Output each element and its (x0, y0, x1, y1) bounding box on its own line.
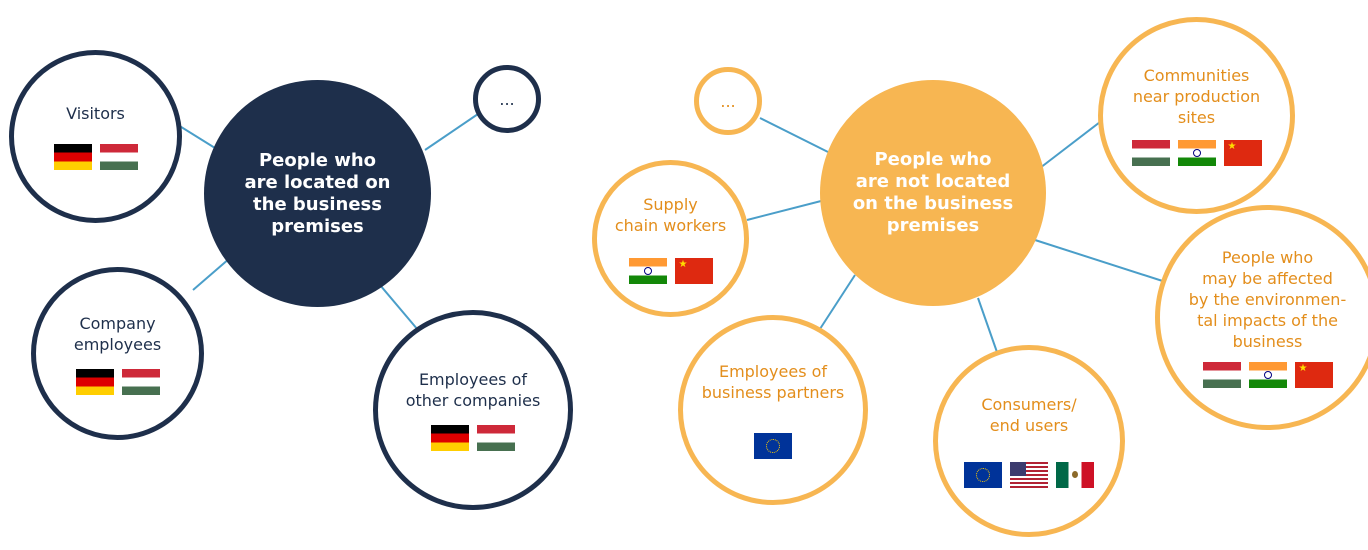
china-flag-icon (1223, 140, 1262, 166)
node-more-right-label: ... (720, 91, 736, 111)
node-supply-chain-workers-flags (628, 257, 713, 284)
hungary-flag-icon (121, 368, 160, 395)
germany-flag-icon (53, 144, 92, 170)
node-supply-chain-workers: Supply chain workers (592, 160, 749, 317)
node-employees-business-partners: Employees of business partners (678, 315, 868, 505)
connector-environmental (1034, 239, 1176, 286)
node-employees-other-companies: Employees of other companies (373, 310, 573, 510)
hungary-flag-icon (1131, 140, 1170, 166)
hungary-flag-icon (1202, 362, 1241, 388)
hungary-flag-icon (477, 425, 515, 451)
node-more-left: ... (473, 65, 541, 133)
connector-company-employees (192, 257, 231, 291)
node-visitors-label: Visitors (66, 104, 125, 123)
eu-flag-icon (964, 462, 1002, 488)
connector-visitors (177, 124, 216, 149)
connector-more-right (759, 117, 829, 153)
node-more-left-label: ... (499, 89, 515, 109)
node-communities-label: Communities near production sites (1132, 66, 1261, 127)
india-flag-icon (1177, 140, 1216, 166)
node-environmental-impacts-label: People who may be affected by the enviro… (1188, 248, 1347, 351)
germany-flag-icon (75, 368, 114, 395)
india-flag-icon (628, 257, 667, 284)
node-visitors: Visitors (9, 50, 182, 223)
node-company-employees-label: Company employees (73, 313, 162, 354)
mexico-flag-icon (1056, 462, 1094, 488)
hub-off-premises-label: People who are not located on the busine… (852, 149, 1014, 236)
node-employees-business-partners-flags (754, 433, 792, 459)
connector-supply-chain (746, 199, 826, 221)
hub-off-premises: People who are not located on the busine… (820, 80, 1046, 306)
node-company-employees-flags (75, 368, 160, 395)
hub-on-premises: People who are located on the business p… (204, 80, 431, 307)
node-more-right: ... (694, 67, 762, 135)
node-supply-chain-workers-label: Supply chain workers (614, 194, 727, 235)
node-consumers-flags (964, 462, 1094, 488)
china-flag-icon (1294, 362, 1333, 388)
hungary-flag-icon (99, 144, 138, 170)
node-company-employees: Company employees (31, 267, 204, 440)
usa-flag-icon (1010, 462, 1048, 488)
connector-business-partners (817, 274, 856, 333)
connector-consumers (977, 297, 999, 356)
node-environmental-impacts-flags (1202, 362, 1333, 388)
node-employees-other-companies-flags (431, 425, 515, 451)
connector-communities (1039, 121, 1101, 169)
node-communities-flags (1131, 140, 1262, 166)
node-environmental-impacts: People who may be affected by the enviro… (1155, 205, 1368, 430)
node-communities: Communities near production sites (1098, 17, 1295, 214)
node-employees-business-partners-label: Employees of business partners (701, 362, 845, 402)
node-visitors-flags (53, 144, 138, 170)
node-employees-other-companies-label: Employees of other companies (405, 370, 541, 410)
connector-employees-other (379, 284, 419, 331)
node-consumers: Consumers/ end users (933, 345, 1125, 537)
india-flag-icon (1248, 362, 1287, 388)
china-flag-icon (674, 257, 713, 284)
node-consumers-label: Consumers/ end users (981, 395, 1077, 435)
eu-flag-icon (754, 433, 792, 459)
hub-on-premises-label: People who are located on the business p… (244, 149, 391, 237)
germany-flag-icon (431, 425, 469, 451)
connector-more-left (424, 113, 479, 151)
